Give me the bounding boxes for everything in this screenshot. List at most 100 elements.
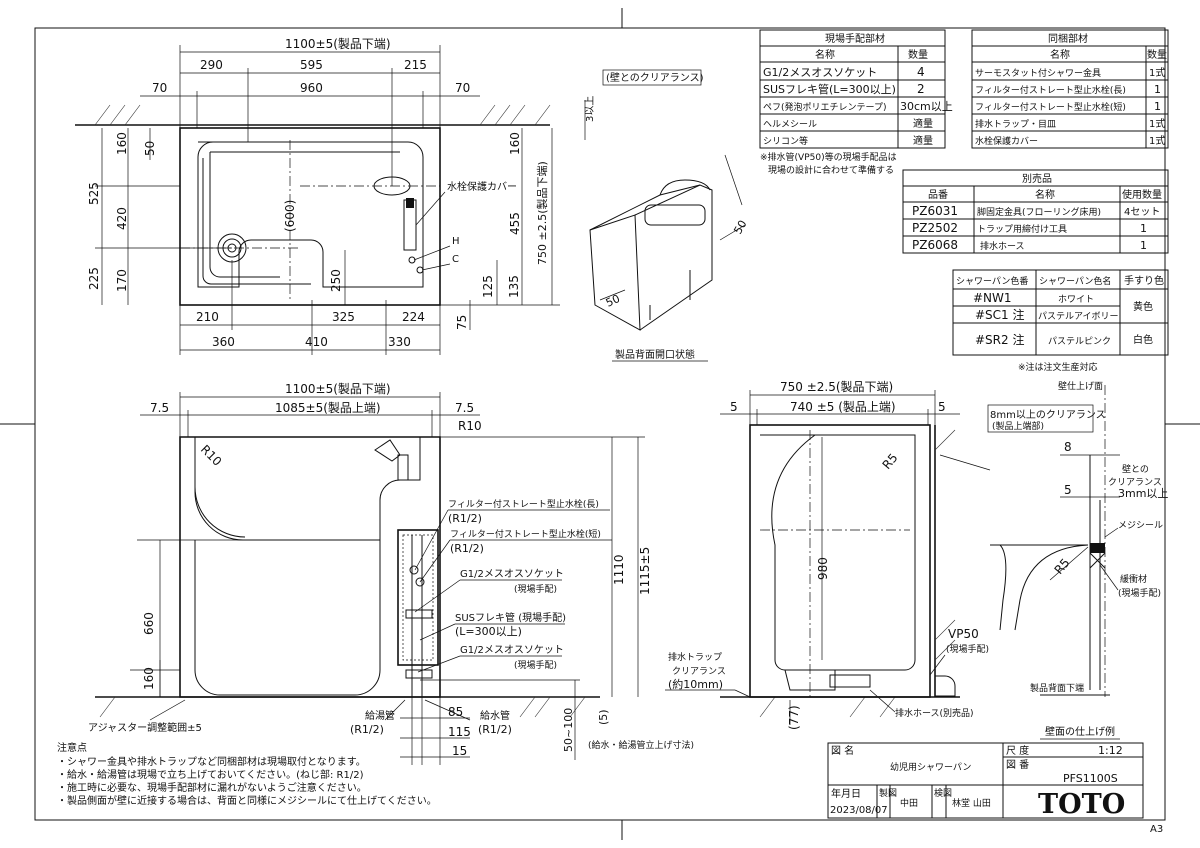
shower-valve [397, 454, 409, 481]
label-faucet-cover: 水栓保護カバー [447, 180, 517, 193]
dim-455: 455 [508, 212, 522, 235]
dim-70-right: 70 [455, 81, 470, 95]
shower-head-icon [374, 439, 401, 462]
field-part-qty: 30cm以上 [900, 100, 953, 113]
label-socket-2-note: (現場手配) [514, 659, 557, 671]
plan-outer-outline [179, 127, 441, 306]
front-elevation: 1100±5(製品下端) 7.5 1085±5(製品上端) 7.5 R10 R1… [88, 382, 694, 765]
cushion-material [1089, 552, 1106, 569]
optional-code: PZ6068 [912, 238, 958, 252]
field-parts-header-name: 名称 [815, 48, 835, 61]
label-drain-hose: 排水ホース(別売品) [895, 707, 974, 719]
color-code: #SR2 注 [975, 332, 1024, 347]
included-part-name: フィルター付ストレート型止水栓(長) [975, 84, 1126, 96]
optional-code: PZ6031 [912, 204, 958, 218]
label-wall-face: 壁仕上げ面 [1058, 380, 1103, 392]
label-trap: 排水トラップ [668, 651, 722, 663]
notes-title: 注意点 [57, 741, 87, 754]
perspective-caption: 製品背面開口状態 [615, 348, 695, 361]
field-part-name: ヘルメシール [763, 120, 817, 130]
dim-front-width: 1100±5(製品下端) [285, 382, 391, 396]
dim-125: 125 [481, 275, 495, 298]
side-tray-profile [760, 434, 916, 671]
field-parts-note: ※排水管(VP50)等の現場手配品は [760, 151, 897, 163]
title-name-label: 図 名 [831, 744, 854, 757]
note-item: ・施工時に必要な、現場手配部材に漏れがないようご注意ください。 [57, 781, 367, 794]
field-part-qty: 適量 [913, 117, 933, 130]
drain-trap [784, 669, 836, 691]
dim-420: 420 [115, 207, 129, 230]
drawing-name: 幼児用シャワーパン [890, 761, 971, 773]
included-header-name: 名称 [1050, 48, 1070, 61]
dim-135: 135 [507, 275, 521, 298]
dim-85: 85 [448, 705, 463, 719]
dim-750: 750 ±2.5(製品下端) [535, 161, 549, 265]
colors-header-name: シャワーパン色名 [1039, 275, 1111, 287]
label-socket-2: G1/2メスオスソケット [460, 644, 564, 656]
dim-8: 8 [1064, 440, 1072, 454]
dim-660: 660 [142, 612, 156, 635]
center-marks [0, 8, 1200, 840]
label-clearance-box-note: (製品上端部) [992, 420, 1044, 432]
dim-360: 360 [212, 335, 235, 349]
dim-980: 980 [816, 557, 830, 580]
included-header-qty: 数量 [1147, 48, 1167, 61]
label-socket-1: G1/2メスオスソケット [460, 568, 564, 580]
colors-header-code: シャワーパン色番 [956, 275, 1028, 287]
wall-finish-detail: 壁仕上げ面 8mm以上のクリアランス (製品上端部) 8 5 壁との クリアラン… [987, 380, 1168, 740]
included-part-qty: 1式 [1149, 134, 1165, 147]
dim-290: 290 [200, 58, 223, 72]
optional-header-name: 名称 [1035, 188, 1055, 201]
label-valve-short: フィルター付ストレート型止水栓(短) [450, 528, 601, 540]
color-code: #SC1 注 [975, 307, 1025, 322]
table-optional-parts: 別売品 品番 名称 使用数量 PZ6031 脚固定金具(フローリング床用) 4セ… [902, 169, 1169, 254]
side-elevation: 750 ±2.5(製品下端) 5 740 ±5 (製品上端) 5 R5 980 … [665, 380, 991, 730]
dim-1115: 1115±5 [638, 547, 652, 595]
label-cushion: 緩衝材 [1120, 573, 1147, 585]
dim-325: 325 [332, 310, 355, 324]
label-valve-long: フィルター付ストレート型止水栓(長) [448, 498, 599, 510]
field-part-qty: 適量 [913, 134, 933, 147]
dim-595: 595 [300, 58, 323, 72]
label-wall-clearance-3: 3mm以上 [1118, 487, 1168, 500]
dim-225: 225 [87, 267, 101, 290]
field-part-qty: 4 [917, 65, 925, 79]
handrail-color: 白色 [1133, 333, 1153, 346]
optional-header-qty: 使用数量 [1122, 188, 1162, 201]
optional-header-code: 品番 [928, 189, 948, 201]
toto-logo: TOTO [1038, 789, 1125, 820]
included-part-name: 排水トラップ・目皿 [975, 118, 1056, 130]
dim-210: 210 [196, 310, 219, 324]
field-parts-title: 現場手配部材 [825, 32, 885, 45]
colors-header-handrail: 手すり色 [1124, 274, 1164, 287]
note-item: ・製品側面が壁に近接する場合は、背面と同様にメジシールにて仕上げてください。 [57, 794, 437, 807]
checked-label: 検図 [934, 787, 952, 799]
handrail-plan [209, 151, 400, 278]
optional-qty: 1 [1140, 239, 1147, 252]
included-part-qty: 1 [1154, 100, 1161, 113]
dim-5: (5) [597, 709, 610, 725]
scale-label: 尺 度 [1006, 744, 1029, 757]
dim-1110: 1110 [612, 554, 626, 585]
label-adjuster: アジャスター調整範囲±5 [88, 721, 202, 734]
dim-410: 410 [305, 335, 328, 349]
dim-160-left: 160 [115, 132, 129, 155]
dim-r5: R5 [880, 451, 901, 472]
dim-600: (600) [283, 200, 297, 232]
color-name: ホワイト [1058, 294, 1094, 305]
dim-115: 115 [448, 725, 471, 739]
date-label: 年月日 [831, 787, 861, 800]
title-block: 図 名 幼児用シャワーパン 尺 度 1:12 図 番 PFS1100S 年月日 … [827, 742, 1163, 835]
label-hot-pipe: 給湯管 [365, 709, 395, 722]
optional-name: 排水ホース [980, 240, 1025, 252]
label-flex-pipe: SUSフレキ管 (現場手配) [455, 611, 566, 624]
table-included-parts: 同梱部材 名称 数量 サーモスタット付シャワー金具 1式 フィルター付ストレート… [971, 29, 1169, 149]
optional-code: PZ2502 [912, 221, 958, 235]
dim-plan-width: 1100±5(製品下端) [285, 37, 391, 51]
label-cold-pipe: 給水管 [480, 709, 510, 722]
dim-50: 50 [143, 141, 157, 156]
dim-1085: 1085±5(製品上端) [275, 401, 381, 415]
dim-50-side: 50 [731, 218, 749, 237]
dim-77: (77) [787, 705, 801, 730]
